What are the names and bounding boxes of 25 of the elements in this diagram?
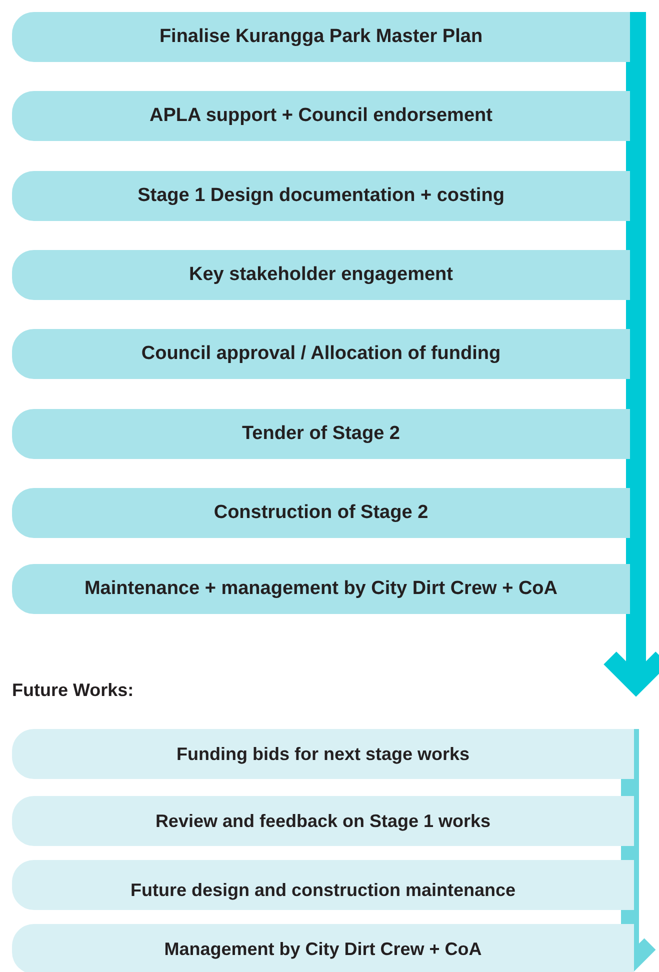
step-text: Council approval / Allocation of funding xyxy=(141,343,501,365)
step-text: Review and feedback on Stage 1 works xyxy=(155,810,491,832)
step-text: Finalise Kurangga Park Master Plan xyxy=(159,26,483,48)
step-bar xyxy=(12,329,630,379)
step-text: Funding bids for next stage works xyxy=(176,744,470,764)
step-bar xyxy=(12,729,634,779)
step-text: Tender of Stage 2 xyxy=(242,423,400,445)
step-bar xyxy=(12,796,634,846)
step-bar xyxy=(12,488,630,538)
step-text: Construction of Stage 2 xyxy=(214,502,428,524)
step-text: Stage 1 Design documentation + costing xyxy=(138,185,504,207)
step-bar xyxy=(12,171,630,221)
step-bar xyxy=(12,409,630,459)
step-bar xyxy=(12,12,630,62)
step-bar xyxy=(12,91,630,141)
step-text: Maintenance + management by City Dirt Crew + CoA xyxy=(84,578,558,600)
step-text: Future design and construction maintenance xyxy=(130,880,516,900)
step-bar xyxy=(12,860,634,910)
step-bar xyxy=(12,564,630,614)
step-bar xyxy=(12,924,634,972)
step-text: Management by City Dirt Crew + CoA xyxy=(164,938,482,960)
section-heading: Future Works: xyxy=(12,680,134,701)
step-bar xyxy=(12,250,630,300)
step-text: APLA support + Council endorsement xyxy=(150,105,492,127)
step-text: Key stakeholder engagement xyxy=(189,264,453,286)
